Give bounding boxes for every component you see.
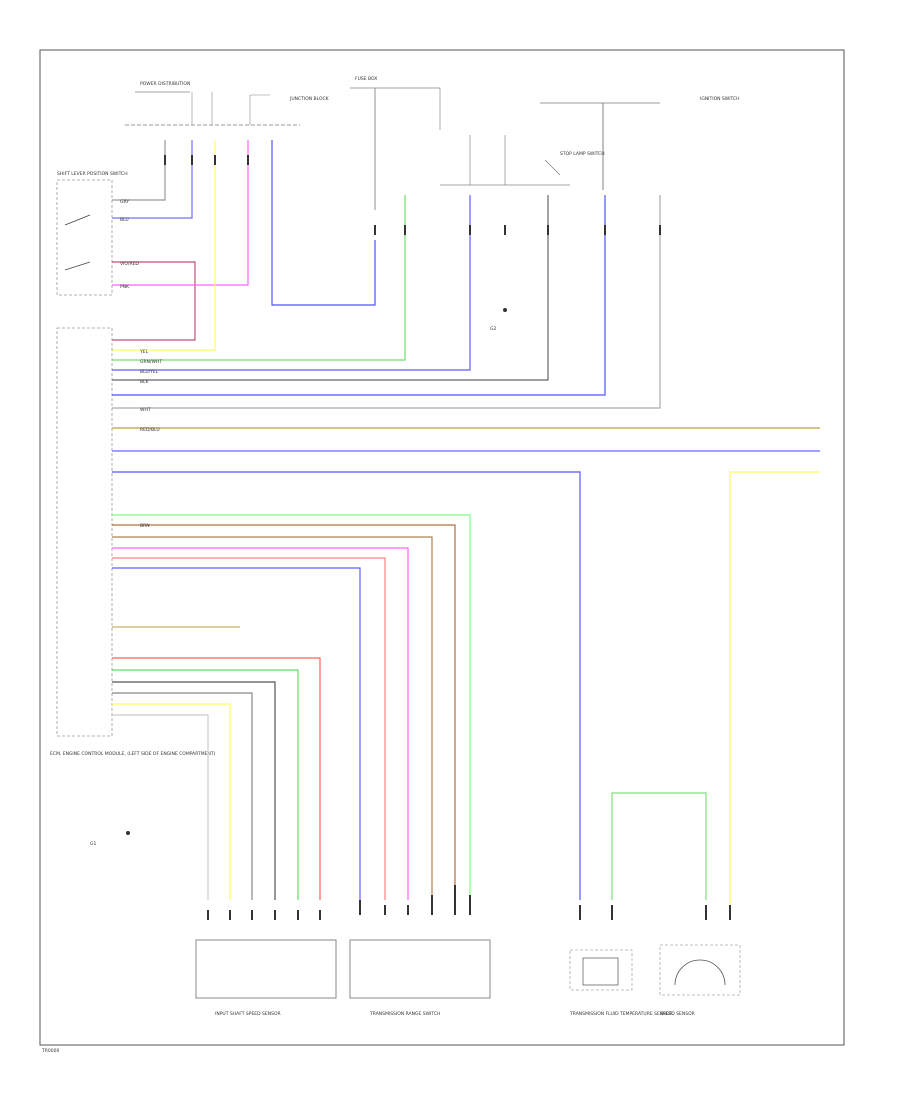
shift-lever-switch: SHIFT LEVER POSITION SWITCH (56, 171, 128, 296)
shift-switch-wires (112, 140, 376, 351)
power-distribution-group: POWER DISTRIBUTION JUNCTION BLOCK FUSE B… (125, 76, 740, 210)
svg-text:GRN/WHT: GRN/WHT (140, 359, 162, 365)
junction-block-label: JUNCTION BLOCK (289, 96, 330, 102)
ground-g1: G1 (90, 831, 130, 847)
svg-text:VIO/RED: VIO/RED (120, 261, 139, 267)
ground-g2: G2 (490, 308, 507, 332)
second-sensor-block: TRANSMISSION RANGE SWITCH (349, 939, 491, 1017)
svg-text:BRN: BRN (140, 523, 150, 529)
svg-text:RED/BLU: RED/BLU (140, 427, 160, 433)
svg-text:PNK: PNK (120, 284, 130, 290)
second-sensor-label: TRANSMISSION RANGE SWITCH (369, 1011, 440, 1017)
svg-text:WHT: WHT (140, 407, 151, 413)
power-dist-label: POWER DISTRIBUTION (140, 81, 190, 87)
ecm-module: ECM, ENGINE CONTROL MODULE, (LEFT SIDE O… (50, 327, 216, 757)
svg-text:G1: G1 (90, 841, 96, 847)
third-sensor-block: TRANSMISSION FLUID TEMPERATURE SENSOR (569, 949, 673, 1017)
svg-text:G2: G2 (490, 326, 496, 332)
wire-labels: GRY BLU VIO/RED PNK YEL GRN/WHT BLU/YEL … (120, 199, 162, 529)
fourth-sensor-block: SPEED SENSOR (659, 944, 741, 1017)
bus-wires (112, 427, 820, 910)
fuse-box-label: FUSE BOX (355, 76, 377, 82)
footer-code: TR0000 (41, 1048, 59, 1054)
connector-marks (164, 155, 731, 920)
third-sensor-label: TRANSMISSION FLUID TEMPERATURE SENSOR (569, 1011, 673, 1017)
svg-text:GRY: GRY (120, 199, 129, 205)
brake-switch-label: STOP LAMP SWITCH (560, 151, 605, 157)
svg-text:BLU/YEL: BLU/YEL (140, 369, 159, 375)
speed-sensor-loop (611, 792, 707, 900)
fourth-sensor-label: SPEED SENSOR (660, 1011, 695, 1017)
svg-text:BLU: BLU (120, 217, 129, 223)
ecm-upper-wires (112, 195, 661, 409)
svg-text:YEL: YEL (139, 349, 149, 355)
ecm-label: ECM, ENGINE CONTROL MODULE, (LEFT SIDE O… (50, 751, 216, 757)
first-sensor-label: INPUT SHAFT SPEED SENSOR (215, 1011, 281, 1017)
svg-text:BLK: BLK (140, 379, 150, 385)
diagram-border (39, 49, 845, 1046)
ecm-lower-wires (112, 626, 321, 900)
first-sensor-block: INPUT SHAFT SPEED SENSOR (195, 939, 337, 1017)
shift-lever-switch-label: SHIFT LEVER POSITION SWITCH (57, 171, 128, 177)
ignition-label: IGNITION SWITCH (700, 96, 740, 102)
ecm-middle-wires (112, 514, 471, 900)
